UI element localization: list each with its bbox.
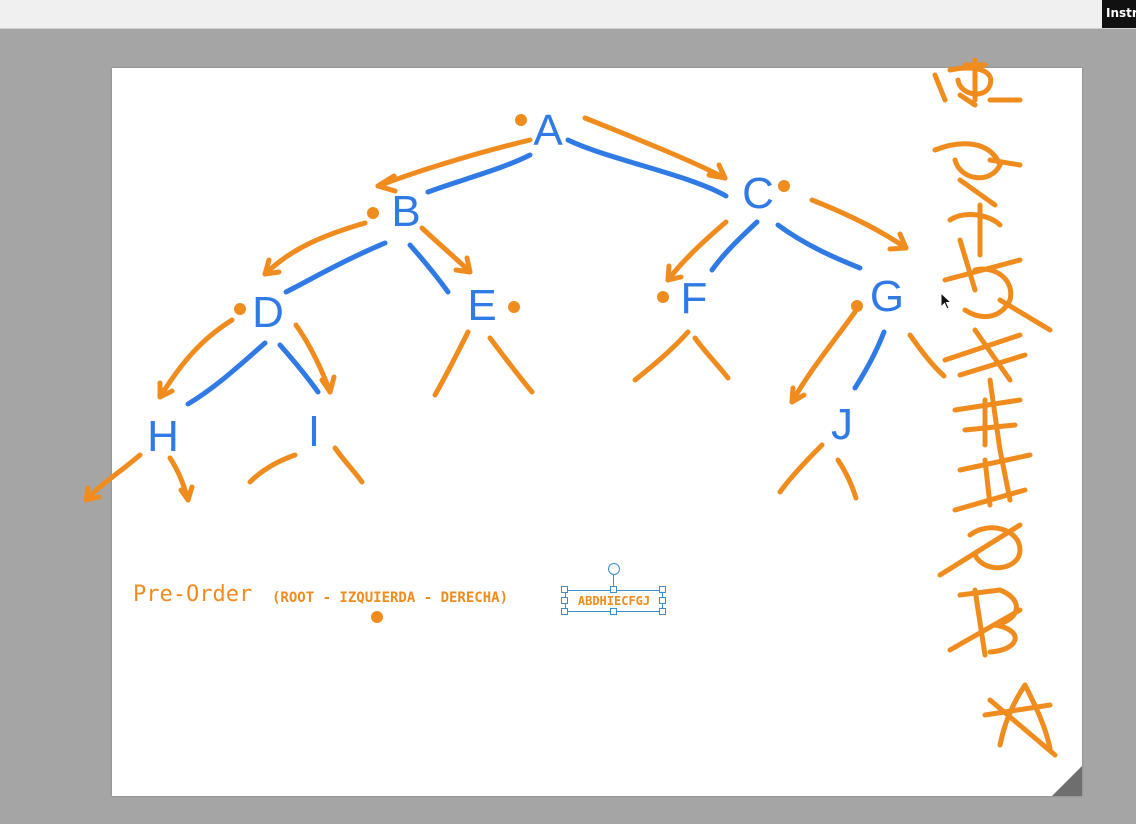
edge-b-e <box>407 242 451 295</box>
edge-b-d <box>283 240 388 295</box>
arrow-c-f <box>665 219 729 283</box>
resize-handle-right[interactable] <box>659 597 666 604</box>
resize-handle-bottom[interactable] <box>610 608 617 615</box>
resize-handle-top[interactable] <box>610 586 617 593</box>
edge-d-h <box>185 340 268 407</box>
tree-node-a: A <box>533 106 563 155</box>
edge-a-c <box>565 137 729 199</box>
rotate-handle[interactable] <box>608 563 620 575</box>
edge-a-b <box>425 152 533 195</box>
edge-c-f <box>709 219 760 273</box>
caption-subtitle: (ROOT - IZQUIERDA - DERECHA) <box>272 590 509 606</box>
tree-node-g: G <box>870 272 904 321</box>
page-curl[interactable] <box>1052 766 1082 796</box>
arrow-c-g <box>809 197 909 251</box>
resize-handle-bottom-right[interactable] <box>659 608 666 615</box>
arrow-d-h <box>157 317 235 400</box>
edge-c-g <box>775 222 863 271</box>
tree-node-e: E <box>467 281 496 330</box>
tree-node-f: F <box>681 274 708 323</box>
tree-node-h: H <box>147 412 179 461</box>
tree-node-b: B <box>391 187 420 236</box>
caption-title: Pre-Order <box>133 582 253 607</box>
tree-node-d: D <box>252 288 284 337</box>
edge-g-j <box>852 329 887 391</box>
tree-node-i: I <box>308 407 320 456</box>
resize-handle-bottom-left[interactable] <box>561 608 568 615</box>
rotation-line <box>613 575 614 590</box>
whiteboard-slide[interactable] <box>112 68 1082 796</box>
arrow-b-e <box>419 225 473 275</box>
orange-traversal <box>83 114 947 623</box>
arrow-a-c <box>582 115 728 181</box>
stack-scribbles <box>932 57 1058 758</box>
arrow-a-b <box>375 137 533 189</box>
tree-nodes: A B C D E F G H I J <box>147 106 904 461</box>
mouse-cursor-icon <box>940 292 953 310</box>
blue-edges <box>185 137 887 407</box>
top-bar: Instr <box>0 0 1136 29</box>
arrow-g-j <box>789 309 858 405</box>
tree-node-c: C <box>742 169 774 218</box>
resize-handle-left[interactable] <box>561 597 568 604</box>
arrow-b-d <box>262 220 368 277</box>
edge-d-i <box>277 342 321 395</box>
resize-handle-top-left[interactable] <box>561 586 568 593</box>
resize-handle-top-right[interactable] <box>659 586 666 593</box>
corner-badge[interactable]: Instr <box>1102 0 1136 28</box>
tree-node-j: J <box>831 400 853 449</box>
